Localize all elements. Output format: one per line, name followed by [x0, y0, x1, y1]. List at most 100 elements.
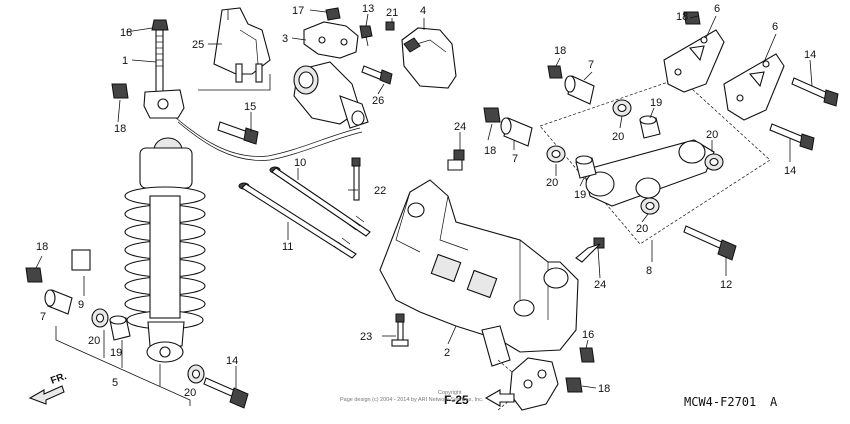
collar-7-upper[interactable] — [564, 75, 595, 105]
link-bracket-lower[interactable] — [497, 357, 559, 411]
adjuster-hose — [175, 117, 361, 157]
link-plate-6a[interactable] — [663, 29, 725, 93]
damping-adjuster[interactable] — [293, 61, 369, 129]
callout-4[interactable]: 4 — [420, 5, 426, 17]
nut-18-lower-left[interactable] — [25, 267, 43, 283]
callout-14[interactable]: 14 — [804, 49, 816, 61]
callout-20[interactable]: 20 — [546, 177, 558, 189]
callout-3[interactable]: 3 — [282, 33, 288, 45]
shock-spring[interactable] — [124, 186, 206, 330]
callout-21[interactable]: 21 — [386, 7, 398, 19]
collar-7-lower[interactable] — [44, 289, 73, 315]
shock-body[interactable] — [139, 147, 193, 189]
callout-7[interactable]: 7 — [512, 153, 518, 165]
callout-16[interactable]: 16 — [582, 329, 594, 341]
callout-18[interactable]: 18 — [554, 45, 566, 57]
callout-18[interactable]: 18 — [598, 383, 610, 395]
callout-24[interactable]: 24 — [594, 279, 606, 291]
callout-19[interactable]: 19 — [650, 97, 662, 109]
callout-2[interactable]: 2 — [444, 347, 450, 359]
callout-8[interactable]: 8 — [646, 265, 652, 277]
callout-20[interactable]: 20 — [88, 335, 100, 347]
collar-19-lower-left[interactable] — [109, 315, 131, 341]
callout-19[interactable]: 19 — [110, 347, 122, 359]
bolt-24-upper[interactable] — [447, 149, 465, 171]
callout-11[interactable]: 11 — [282, 241, 293, 253]
callout-10[interactable]: 10 — [294, 157, 306, 169]
adjuster-cover[interactable] — [401, 27, 457, 89]
callout-13[interactable]: 13 — [362, 3, 374, 15]
callout-18[interactable]: 18 — [36, 241, 48, 253]
bolt-14-upper-right[interactable] — [791, 77, 839, 107]
section-reference[interactable]: F-25 — [444, 389, 515, 407]
callout-9[interactable]: 9 — [78, 299, 84, 311]
callout-19[interactable]: 19 — [574, 189, 586, 201]
callout-12[interactable]: 12 — [720, 279, 732, 291]
callout-1[interactable]: 1 — [122, 55, 128, 67]
callout-20[interactable]: 20 — [184, 387, 196, 399]
adjuster-mount-plate[interactable] — [303, 7, 359, 59]
leader-lines — [35, 9, 813, 389]
bolt-15[interactable] — [217, 121, 259, 145]
callout-7[interactable]: 7 — [588, 59, 594, 71]
callout-6[interactable]: 6 — [772, 21, 778, 33]
nut-18-bracket[interactable] — [565, 377, 583, 393]
callout-23[interactable]: 23 — [360, 331, 372, 343]
callouts: 18 1 18 15 25 3 17 13 21 4 26 10 11 22 2… — [36, 3, 816, 399]
callout-18[interactable]: 18 — [484, 145, 496, 157]
through-bolt-10[interactable] — [269, 166, 371, 237]
front-label: FR. — [49, 371, 68, 387]
callout-15[interactable]: 15 — [244, 101, 256, 113]
link-plate-6b[interactable] — [723, 53, 785, 121]
callout-18[interactable]: 18 — [114, 123, 126, 135]
callout-18[interactable]: 18 — [120, 27, 132, 39]
nut-18-left[interactable] — [111, 83, 129, 99]
callout-26[interactable]: 26 — [372, 95, 384, 107]
bolt-22[interactable] — [351, 157, 361, 201]
callout-14[interactable]: 14 — [226, 355, 238, 367]
nut-18-plate[interactable] — [683, 11, 701, 25]
copyright-watermark-line2: Page design (c) 2004 - 2014 by ARI Netwo… — [340, 397, 484, 403]
collar-7-middle[interactable] — [500, 117, 533, 147]
label-9[interactable] — [71, 249, 91, 271]
nut-18-upper-link[interactable] — [547, 65, 563, 79]
diagram-code: MCW4-F2701 — [684, 395, 756, 409]
nut-18-middle[interactable] — [483, 107, 501, 123]
callout-20[interactable]: 20 — [706, 129, 718, 141]
callout-14[interactable]: 14 — [784, 165, 796, 177]
section-ref-label[interactable]: F-25 — [444, 393, 469, 407]
bolt-12[interactable] — [683, 225, 737, 261]
suspension-link-arm[interactable] — [583, 139, 715, 207]
shock-top-nut[interactable] — [151, 19, 169, 31]
callout-5[interactable]: 5 — [112, 377, 118, 389]
callout-20[interactable]: 20 — [612, 131, 624, 143]
collar-21[interactable] — [385, 21, 395, 31]
shock-rod[interactable] — [155, 29, 164, 93]
callout-25[interactable]: 25 — [192, 39, 204, 51]
bolt-14-lower-left[interactable] — [203, 377, 249, 409]
bolt-14-lower-right[interactable] — [769, 123, 815, 151]
copyright-watermark: Copyright — [438, 390, 462, 396]
front-direction-arrow: FR. — [28, 371, 68, 405]
callout-6[interactable]: 6 — [714, 3, 720, 15]
bolt-24-lower[interactable] — [575, 237, 605, 263]
bolt-13[interactable] — [359, 25, 373, 47]
callout-7[interactable]: 7 — [40, 311, 46, 323]
collar-19-lower[interactable] — [575, 155, 597, 179]
callout-18[interactable]: 18 — [676, 11, 688, 23]
callout-24[interactable]: 24 — [454, 121, 466, 133]
nut-17[interactable] — [325, 7, 341, 21]
rear-shock-absorber[interactable] — [124, 19, 363, 363]
collar-19-upper[interactable] — [639, 115, 661, 139]
through-bolt-11[interactable] — [238, 182, 357, 259]
adjuster-bracket[interactable] — [213, 7, 271, 83]
callout-20[interactable]: 20 — [636, 223, 648, 235]
callout-22[interactable]: 22 — [374, 185, 386, 197]
nut-16[interactable] — [579, 347, 595, 363]
rear-frame-bracket[interactable] — [379, 179, 579, 367]
link-assembly-box — [539, 77, 771, 245]
callout-17[interactable]: 17 — [292, 5, 304, 17]
bolt-23[interactable] — [391, 313, 409, 347]
bolt-26[interactable] — [361, 65, 393, 85]
